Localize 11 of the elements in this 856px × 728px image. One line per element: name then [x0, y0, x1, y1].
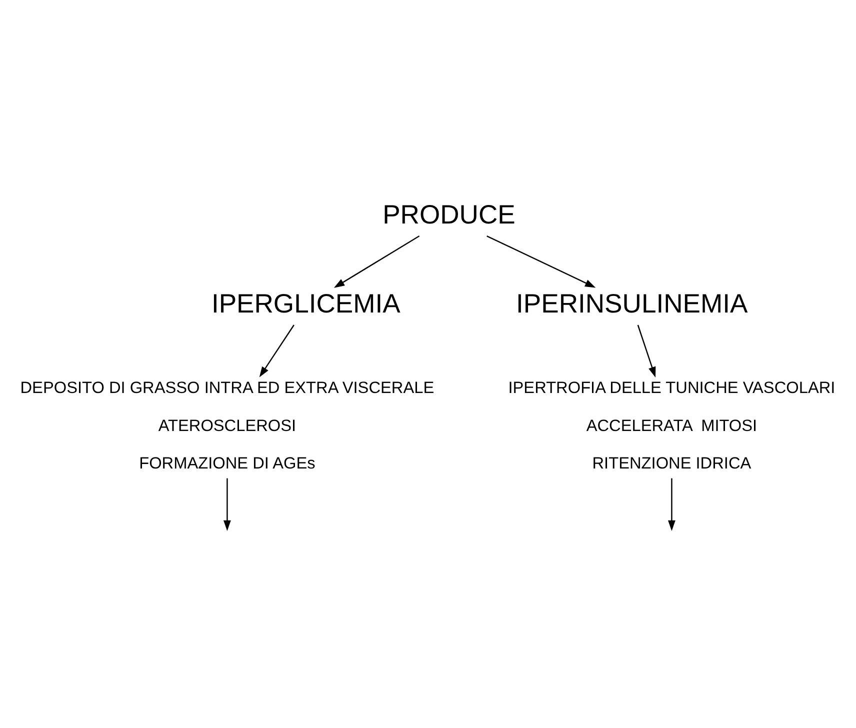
node-text: PRODUCE: [382, 199, 516, 230]
arrow: [486, 235, 596, 288]
arrow: [334, 235, 420, 288]
node-text: DEPOSITO DI GRASSO INTRA ED EXTRA VISCERALE ATEROSCLEROSI FORMAZIONE DI AGEs: [20, 379, 434, 473]
arrow: [259, 324, 294, 378]
arrow: [668, 478, 676, 531]
arrow: [223, 478, 231, 531]
node-text: IPERINSULINEMIA: [516, 288, 748, 318]
node-text: IPERTROFIA DELLE TUNICHE VASCOLARI ACCELERATA MITOSI RITENZIONE IDRICA: [508, 379, 836, 473]
node-text: IPERGLICEMIA: [211, 288, 400, 318]
arrow: [637, 324, 656, 378]
